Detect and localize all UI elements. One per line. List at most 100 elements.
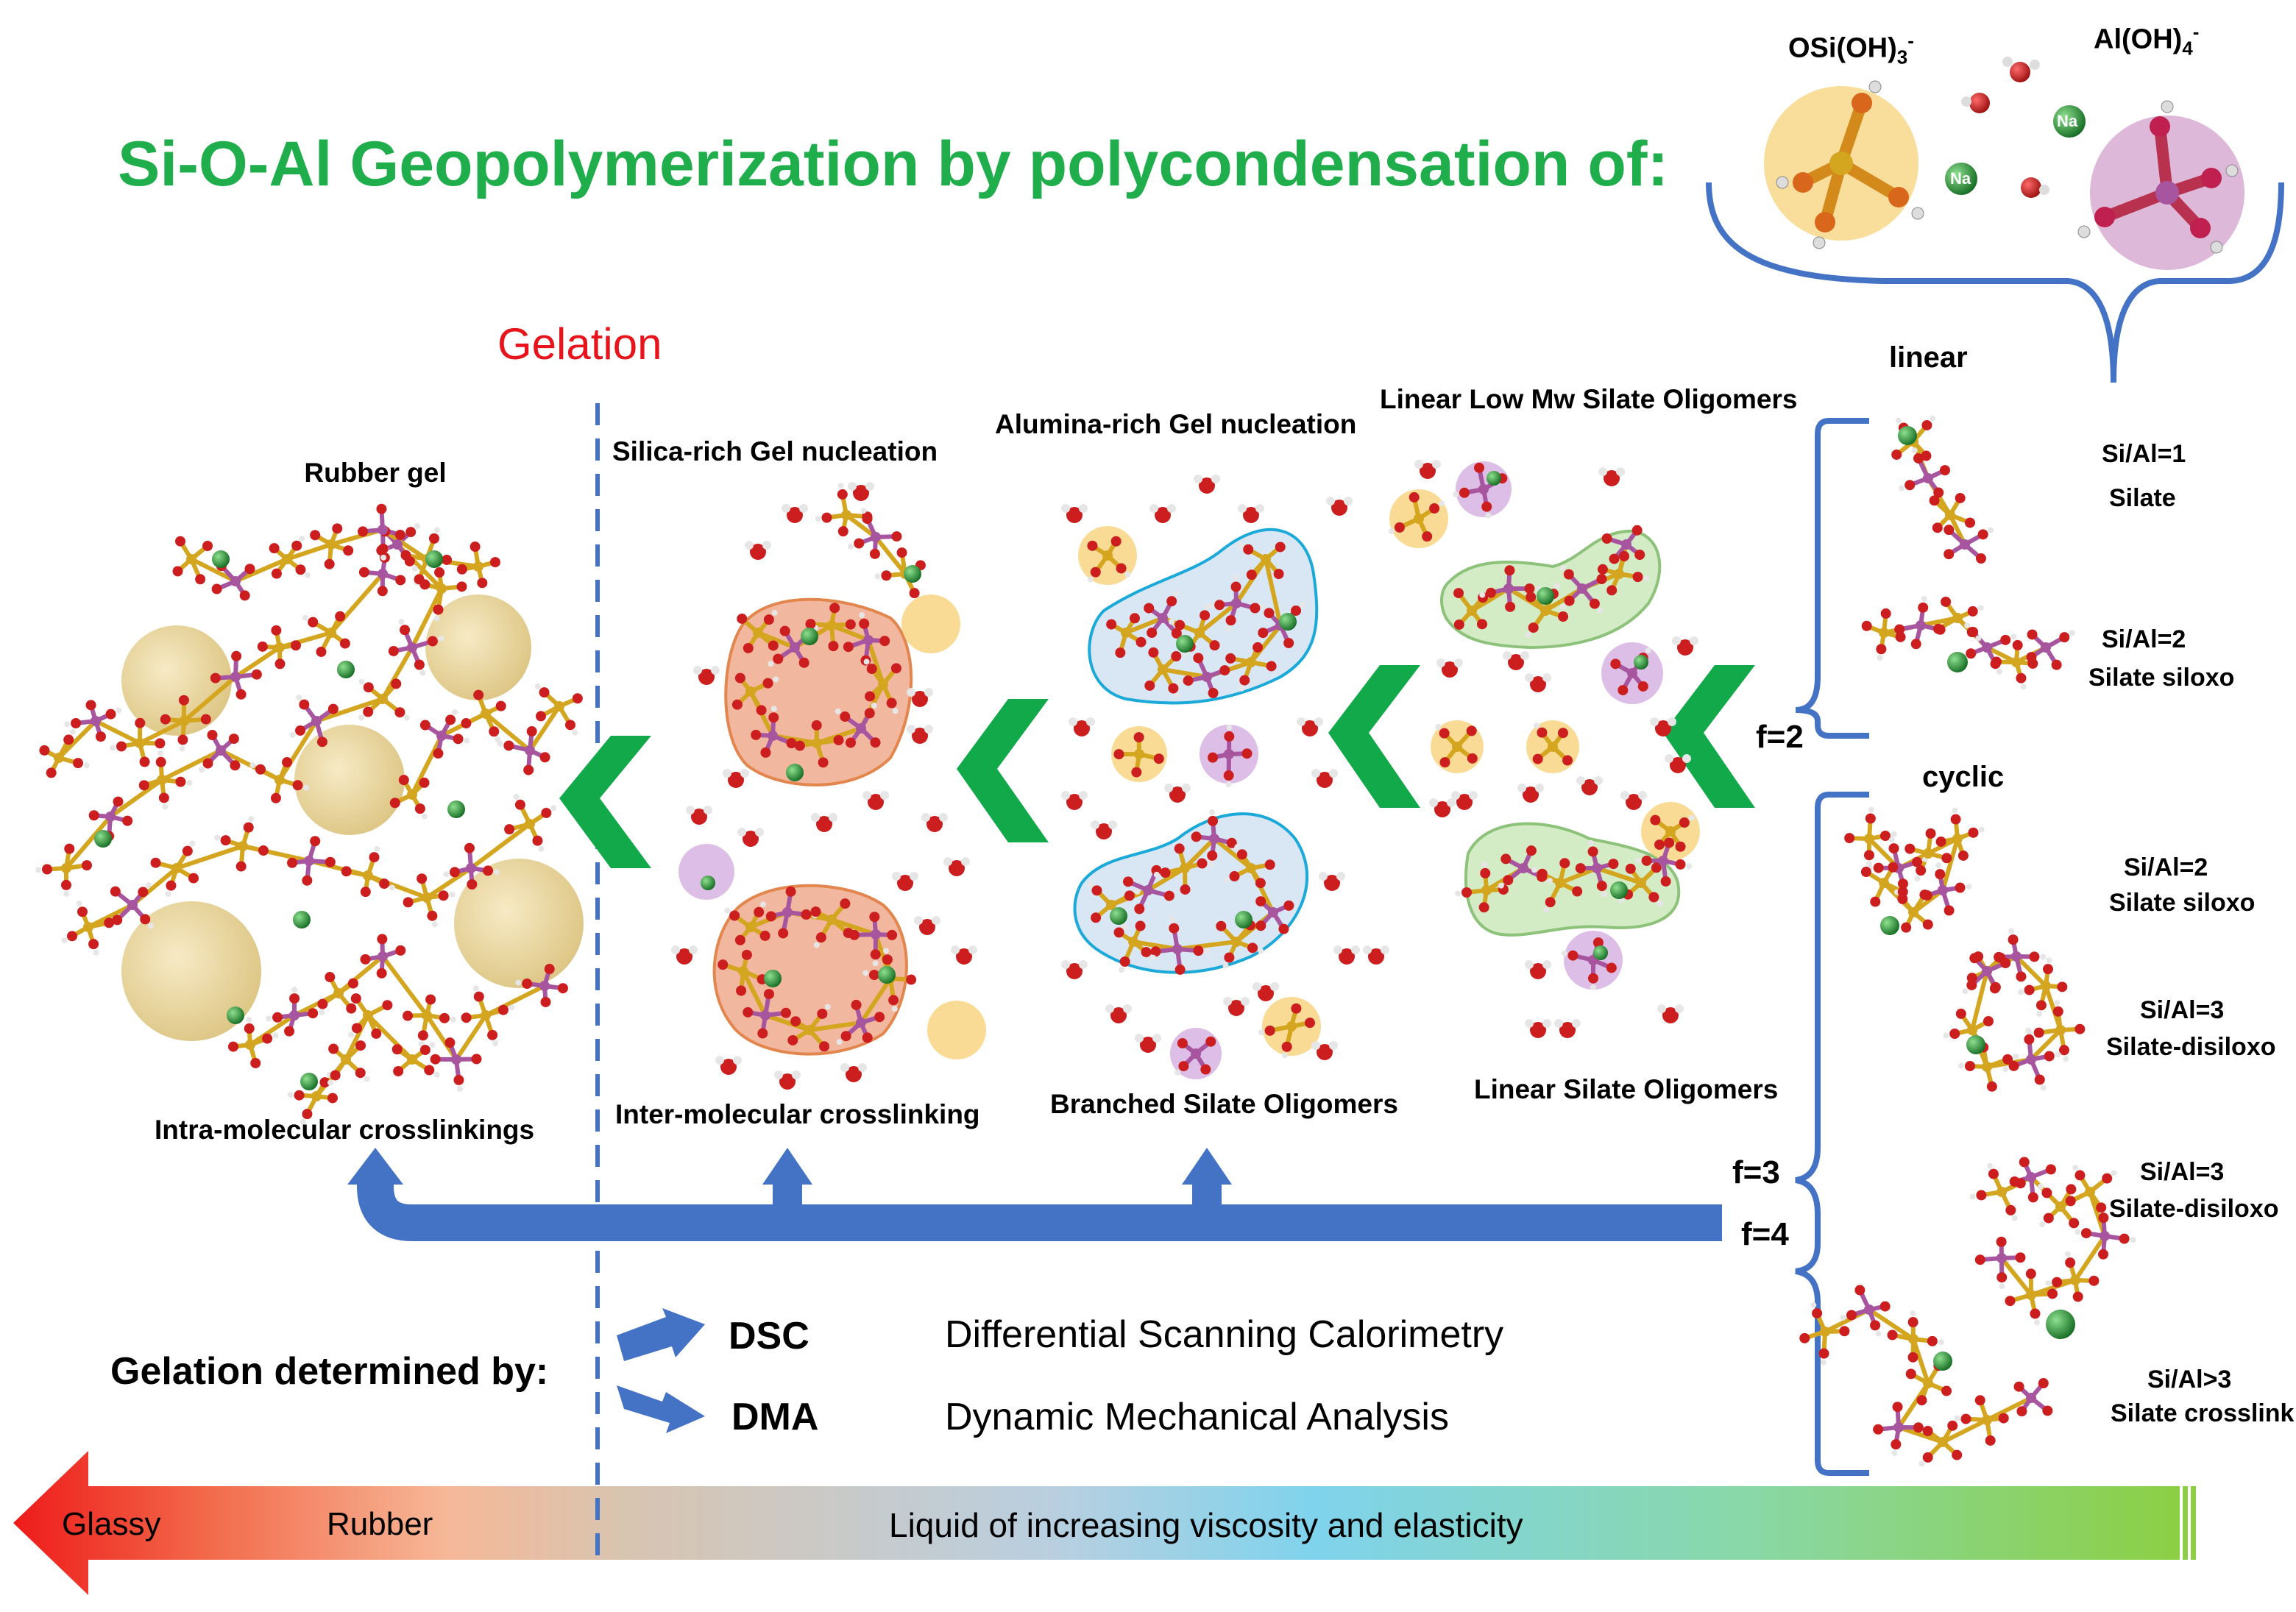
oxygen-atom (1812, 1307, 1823, 1318)
hydrogen-atom (304, 572, 311, 578)
stage-silica-rich: Silica-rich Gel nucleation (612, 436, 938, 466)
oxygen-atom (1466, 725, 1477, 736)
oxygen-atom (295, 564, 306, 575)
water-oxygen (1604, 470, 1620, 486)
oxygen-atom (116, 741, 127, 752)
water-oxygen (1110, 1007, 1127, 1023)
water-hydrogen (1252, 982, 1261, 991)
water-hydrogen (924, 725, 933, 734)
oxygen-atom (378, 543, 389, 554)
hydrogen-atom (1911, 447, 1918, 454)
hydrogen-atom (1172, 590, 1179, 597)
oxygen-atom (848, 929, 860, 940)
hydrogen-atom (1988, 527, 1994, 533)
oxygen-atom (377, 586, 388, 597)
hydrogen-atom (303, 784, 310, 791)
water-hydrogen (1329, 769, 1338, 778)
oxygen-atom (890, 663, 901, 674)
silicon-atom (1246, 863, 1256, 873)
oxygen-atom (1208, 815, 1219, 826)
oxygen-atom (1854, 1285, 1866, 1296)
bond (807, 1020, 863, 1032)
hydrogen-atom (358, 714, 365, 721)
hydrogen-atom (1455, 890, 1461, 897)
water-oxygen (868, 794, 884, 810)
hydrogen-atom (433, 527, 440, 533)
hydrogen-atom (1226, 724, 1233, 731)
oxygen-atom (1113, 749, 1124, 760)
oxygen-atom (1264, 608, 1275, 619)
oxygen-atom (400, 550, 411, 561)
oxygen-atom (2033, 1027, 2044, 1038)
water-hydrogen (1572, 1019, 1581, 1028)
silicon-atom (753, 628, 763, 638)
oxygen-atom (2016, 971, 2027, 982)
oxygen-atom (66, 931, 77, 942)
oxygen-atom (2026, 652, 2037, 663)
oxygen-atom (427, 910, 438, 921)
oxygen-atom (1941, 1385, 1952, 1396)
sodium-ion (212, 550, 230, 568)
silicon-atom (2070, 1275, 2080, 1285)
oxygen-atom (1968, 626, 1979, 637)
hydrogen-atom (421, 813, 428, 820)
oxygen-atom (1091, 885, 1102, 896)
hydrogen-atom (1169, 619, 1175, 625)
silicon-atom (473, 561, 483, 572)
hydrogen-atom (509, 1004, 515, 1011)
oxygen-atom (1990, 981, 2001, 993)
oxygen-atom (2080, 1228, 2091, 1239)
silicon-atom (826, 915, 837, 925)
oxygen-atom (1589, 598, 1600, 609)
hydrogen-atom (380, 554, 387, 561)
oxygen-atom (1901, 922, 1912, 933)
water-oxygen (676, 948, 692, 965)
hydrogen-atom (860, 508, 867, 514)
oxygen-atom (1532, 753, 1543, 764)
hydrogen-atom (429, 1042, 436, 1048)
cyclic-heading: cyclic (1922, 761, 2005, 793)
hydrogen-atom (296, 694, 302, 700)
water-hydrogen (671, 945, 680, 954)
oxygen-atom (544, 964, 555, 975)
water-hydrogen (1598, 467, 1607, 476)
oxygen-atom (817, 1008, 828, 1019)
oxygen-atom (1609, 553, 1620, 564)
oxygen-atom (310, 836, 321, 847)
oxygen-atom (371, 1028, 382, 1039)
hydrogen-atom (1534, 722, 1540, 729)
water-hydrogen (1069, 717, 1077, 726)
bond (866, 638, 885, 686)
bond (1595, 866, 1643, 885)
oxygen-atom (395, 575, 406, 586)
silicon-atom (83, 922, 93, 932)
oxygen-atom (1106, 619, 1117, 630)
oxygen-atom (1913, 1422, 1924, 1433)
silicon-atom (1614, 569, 1624, 579)
water-hydrogen (1079, 504, 1088, 513)
aluminum-atom (289, 1010, 300, 1020)
silicon-atom (171, 863, 182, 873)
hydrogen-atom (2036, 1011, 2043, 1018)
oxygen-atom (1119, 956, 1130, 967)
oxygen-atom (768, 712, 779, 723)
oxygen-atom (1148, 647, 1159, 658)
bond (2014, 954, 2048, 988)
oxygen-atom (572, 693, 583, 704)
dsc-abbr: DSC (729, 1315, 809, 1357)
silicon-atom (525, 819, 535, 829)
unit-1-ratio: Si/Al=1 (2102, 440, 2186, 468)
hydrogen-atom (1498, 882, 1504, 889)
water-oxygen (1662, 1007, 1679, 1023)
oxygen-atom (1606, 962, 1617, 973)
water-hydrogen (799, 504, 808, 513)
hydrogen-atom (1223, 877, 1230, 884)
oxygen-atom (400, 625, 411, 636)
silicon-atom (363, 870, 373, 881)
oxygen-atom (1651, 862, 1662, 873)
hydrogen-atom (1209, 809, 1216, 815)
bond (410, 734, 444, 797)
oxygen-atom (231, 650, 242, 661)
silicon-atom (1134, 749, 1144, 759)
